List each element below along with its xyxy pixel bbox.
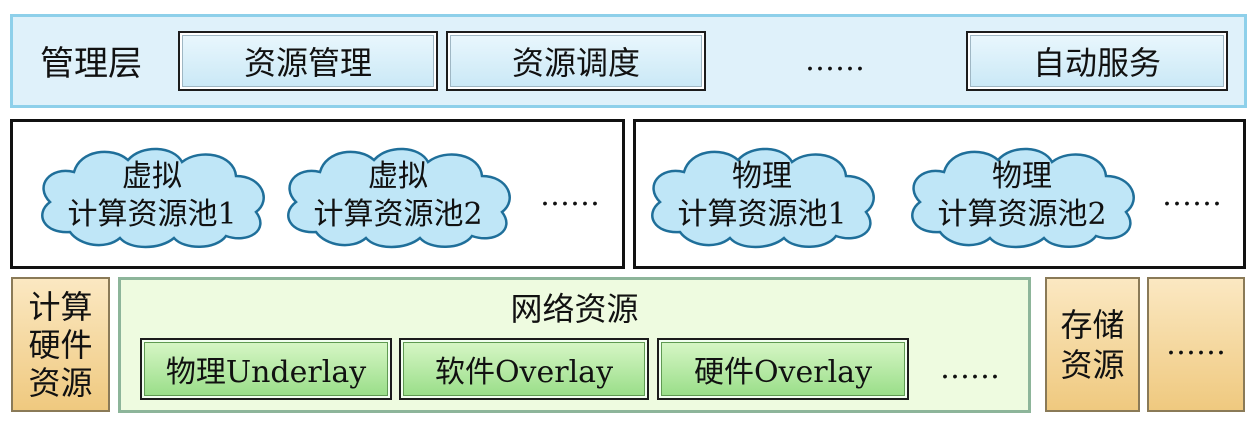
physical-underlay-box: 物理Underlay [140,338,392,400]
resource-management-box: 资源管理 [178,31,438,91]
virtual-pool-1-type: 虚拟 [122,159,182,194]
physical-pool-2-type: 物理 [992,159,1052,194]
virtual-pool-1-name: 计算资源池1 [67,197,237,232]
management-ellipsis: …… [805,42,865,78]
physical-pool-2-cloud: 物理 计算资源池2 [900,140,1144,252]
virtual-pool-2-name: 计算资源池2 [313,197,483,232]
network-ellipsis: …… [940,350,1000,386]
cloud-icon [651,147,875,249]
physical-pools-ellipsis: …… [1162,177,1222,213]
compute-hardware-line1: 计算 [28,287,93,326]
storage-resources-box: 存储 资源 [1045,277,1140,412]
compute-hardware-line2: 硬件 [28,325,93,364]
virtual-pool-2-cloud: 虚拟 计算资源池2 [276,140,520,252]
network-resources-title: 网络资源 [510,290,639,328]
physical-pool-1-type: 物理 [732,159,792,194]
extra-resources-box: …… [1147,277,1245,412]
software-overlay-box: 软件Overlay [399,338,649,400]
physical-pool-1-cloud: 物理 计算资源池1 [640,140,884,252]
storage-line1: 存储 [1060,305,1125,344]
hardware-overlay-box: 硬件Overlay [657,338,909,400]
compute-hardware-box: 计算 硬件 资源 [11,277,110,412]
physical-pool-2-name: 计算资源池2 [937,197,1107,232]
compute-hardware-line3: 资源 [28,363,93,402]
resource-scheduling-box: 资源调度 [446,31,706,91]
virtual-pools-ellipsis: …… [540,177,600,213]
cloud-icon [41,147,265,249]
management-layer-label: 管理层 [40,43,142,84]
physical-pool-1-name: 计算资源池1 [677,197,847,232]
virtual-pool-1-cloud: 虚拟 计算资源池1 [30,140,274,252]
cloud-icon [911,147,1135,249]
virtual-pool-2-type: 虚拟 [368,159,428,194]
auto-service-box: 自动服务 [966,31,1228,91]
storage-line2: 资源 [1060,345,1125,384]
cloud-icon [287,147,511,249]
